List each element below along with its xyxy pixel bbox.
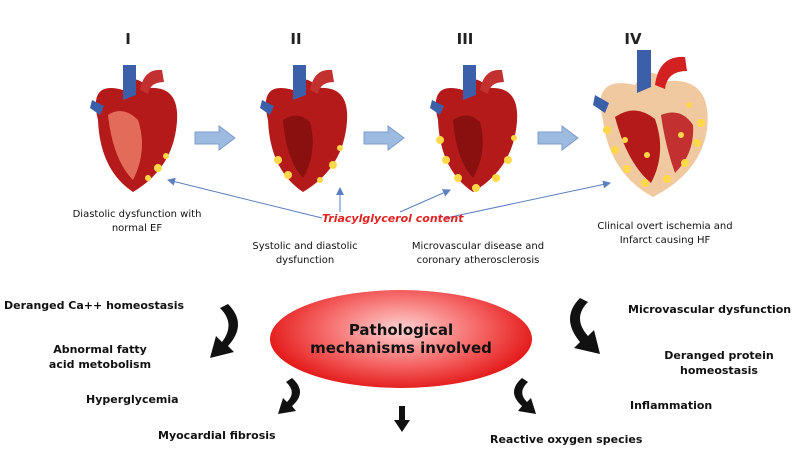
- mechanism-myocardial-fibrosis: Myocardial fibrosis: [158, 429, 276, 442]
- pathological-mechanisms-node: Pathological mechanisms involved: [270, 290, 532, 388]
- mechanism-reactive-oxygen-species: Reactive oxygen species: [490, 433, 643, 446]
- stage-2-numeral: II: [290, 30, 302, 48]
- mechanism-inflammation: Inflammation: [630, 399, 713, 412]
- triacylglycerol-label: Triacylglycerol content: [322, 212, 464, 225]
- stage-3-numeral: III: [456, 30, 474, 48]
- mechanism-microvascular-dysfunction: Microvascular dysfunction: [628, 303, 792, 316]
- mechanism-deranged-protein: Deranged protein homeostasis: [664, 349, 774, 377]
- progression-arrow-2-icon: [363, 125, 405, 151]
- curved-arrow-left-icon: [210, 304, 238, 358]
- mechanism-hyperglycemia: Hyperglycemia: [86, 393, 179, 406]
- curved-arrow-right-icon: [570, 298, 600, 354]
- progression-arrow-1-icon: [194, 125, 236, 151]
- stage-1-caption: Diastolic dysfunction with normal EF: [72, 209, 202, 234]
- stage-4-numeral: IV: [624, 30, 642, 48]
- pathological-mechanisms-label: Pathological mechanisms involved: [310, 321, 492, 357]
- down-arrow-icon: [394, 406, 410, 432]
- mechanism-deranged-ca: Deranged Ca++ homeostasis: [4, 299, 185, 312]
- heart-stage-3-icon: [430, 65, 518, 192]
- stage-4-caption: Clinical overt ischemia and Infarct caus…: [597, 221, 733, 246]
- progression-arrow-3-icon: [537, 125, 579, 151]
- curved-arrow-lower-right-icon: [514, 378, 536, 414]
- heart-stage-1-icon: [90, 65, 178, 192]
- stage-1-numeral: I: [125, 30, 131, 48]
- stage-2-caption: Systolic and diastolic dysfunction: [252, 241, 358, 266]
- heart-stage-2-icon: [260, 65, 348, 192]
- curved-arrow-lower-left-icon: [278, 378, 300, 414]
- stage-3-caption: Microvascular disease and coronary ather…: [411, 241, 545, 266]
- heart-stage-4-icon: [593, 50, 708, 197]
- mechanism-abnormal-fatty-acid: Abnormal fatty acid metobolism: [48, 343, 152, 371]
